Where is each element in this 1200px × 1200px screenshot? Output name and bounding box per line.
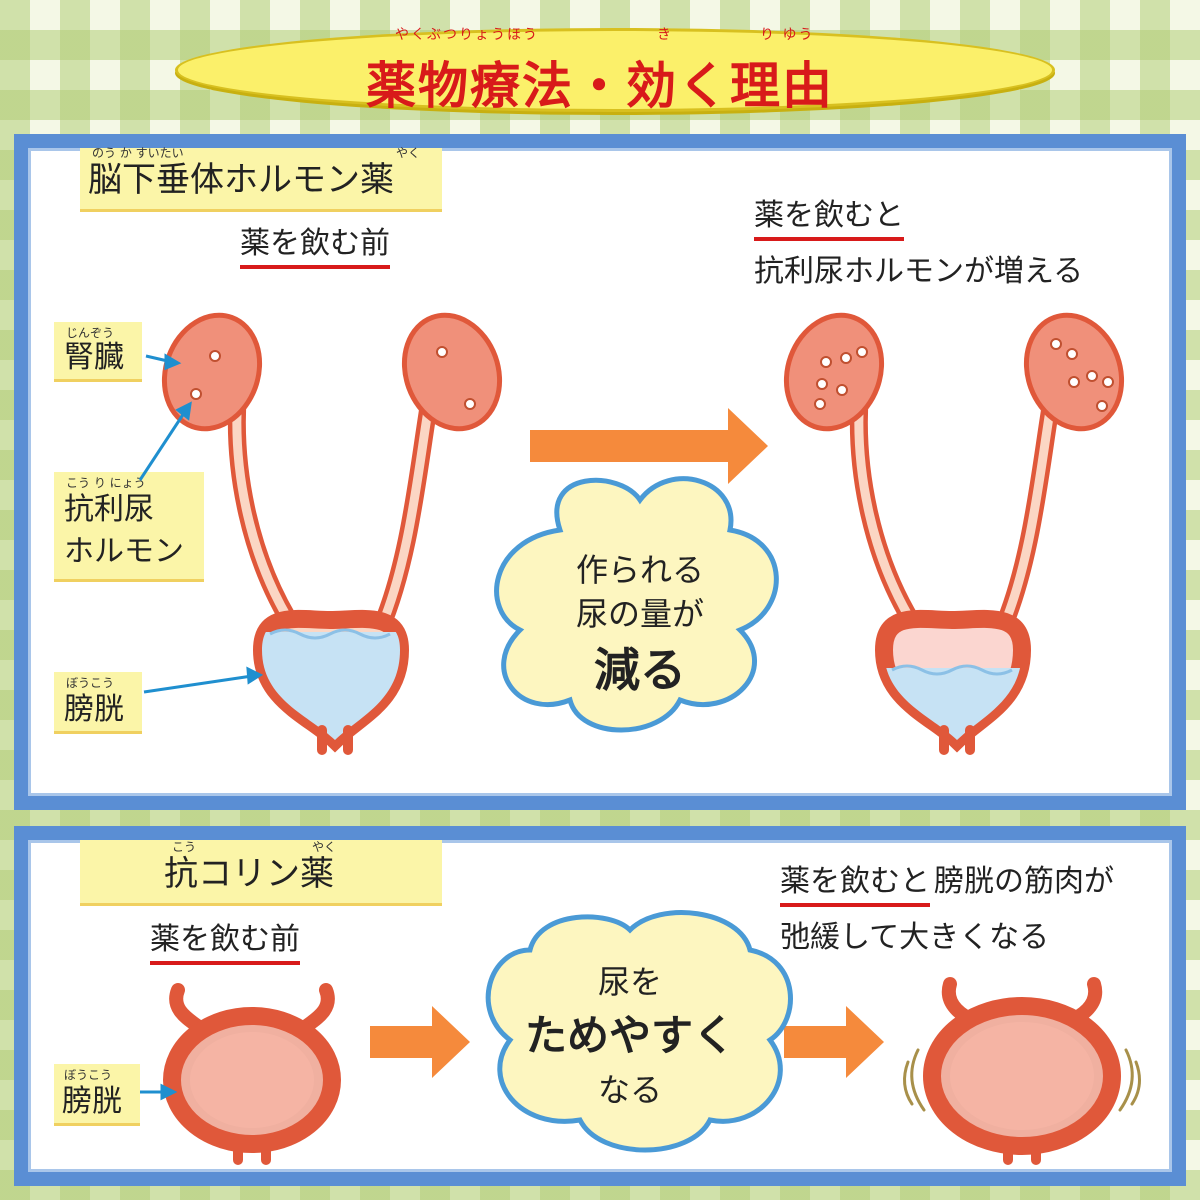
section2-after-desc-line2: 弛緩して大きくなる (780, 920, 1050, 955)
section1-heading-ruby: のう か すいたい (92, 146, 184, 160)
section2-heading-ruby-yaku: やく (312, 840, 337, 854)
cloud1-line2: 尿の量が (575, 595, 704, 633)
cloud2-line1: 尿を (597, 963, 662, 1001)
hormone-label-line1: 抗利尿 (64, 492, 154, 527)
bladder2-label: 膀胱 (62, 1084, 122, 1119)
hormone-label-ruby: こう り にょう (66, 476, 146, 490)
page-title: 薬物療法・効く理由 (366, 57, 834, 115)
bladder-label-ruby: ぼうこう (66, 676, 115, 690)
cloud1-line1: 作られる (575, 551, 704, 589)
kidney-label: 腎臓 (64, 340, 124, 375)
kidney-right-after (1023, 312, 1125, 432)
title-ruby-ki: き (657, 27, 673, 43)
kidney-left-before (161, 312, 263, 432)
section2-heading-ruby: こう (172, 840, 197, 854)
hormone-dots-before (190, 346, 476, 410)
title-ruby-riyuu: り ゆう (760, 27, 815, 43)
section2-after-label: 薬を飲むと (780, 862, 930, 907)
section1-before-label: 薬を飲む前 (240, 224, 390, 269)
vibration-lines (903, 1048, 1141, 1112)
bladder2-before (163, 983, 341, 1165)
cloud-section2 (485, 910, 793, 1153)
hormone-label-tag (54, 472, 204, 582)
kidney-label-tag (54, 322, 142, 382)
ureter-left-before (227, 383, 304, 639)
bladder-after (874, 609, 1032, 755)
section2-heading-tag (80, 840, 442, 906)
cloud-section1 (494, 476, 779, 733)
hormone-dots-after (814, 338, 1114, 412)
kidney-right-before (401, 312, 503, 432)
bladder2-label-tag (54, 1064, 140, 1126)
cloud1-line3: 減る (594, 643, 686, 697)
pointer-bladder2 (140, 1083, 178, 1101)
bladder2-after (923, 977, 1121, 1165)
cloud2-line2: ためやすく (524, 1011, 735, 1060)
section2-heading: 抗コリン薬 (164, 854, 334, 894)
section1-after-desc: 抗利尿ホルモンが増える (754, 254, 1084, 289)
arrow-section2-right (784, 1006, 884, 1078)
title-banner (175, 28, 1055, 112)
cloud2-line3: なる (597, 1071, 662, 1109)
bladder-before (252, 609, 410, 755)
section1-after-label: 薬を飲むと (754, 196, 904, 241)
section1-heading-tag (80, 148, 442, 212)
kidney-label-ruby: じんぞう (66, 326, 115, 340)
pointer-arrows-section1 (138, 353, 264, 694)
bladder-label-tag (54, 672, 142, 734)
ureter-right-after (993, 389, 1061, 639)
ureter-right-before (371, 389, 439, 639)
ureter-left-after (849, 383, 926, 639)
arrow-section2-left (370, 1006, 470, 1078)
section1-heading-ruby-yaku: やく (396, 146, 421, 160)
bladder-label: 膀胱 (64, 692, 124, 727)
section2-after-desc-line1: 膀胱の筋肉が (934, 864, 1114, 899)
bladder2-label-ruby: ぼうこう (64, 1068, 113, 1082)
title-ruby-yakubutsuryouhou: やくぶつりょうほう (395, 27, 539, 43)
kidney-left-after (783, 312, 885, 432)
section2-before-label: 薬を飲む前 (150, 920, 300, 965)
hormone-label-line2: ホルモン (64, 534, 184, 569)
arrow-section1 (530, 408, 768, 484)
section1-heading: 脳下垂体ホルモン薬 (88, 160, 394, 200)
